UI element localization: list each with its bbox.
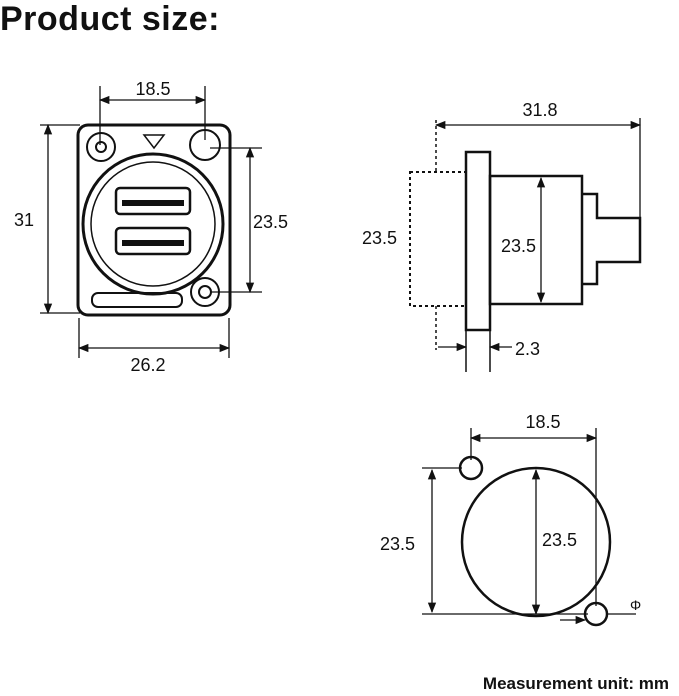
cutout-dimensions <box>422 428 636 625</box>
front-top-width-label: 18.5 <box>135 79 170 99</box>
measurement-unit-note: Measurement unit: mm <box>482 674 669 693</box>
usb-port-bottom <box>114 226 192 256</box>
side-flange-thickness-label: 2.3 <box>515 339 540 359</box>
side-front-height-label: 23.5 <box>362 228 397 248</box>
front-dimensions <box>40 86 262 358</box>
cutout-width-label: 18.5 <box>525 412 560 432</box>
cutout-hole-top-left <box>458 455 484 481</box>
side-front-dashed <box>409 171 467 307</box>
triangle-mark <box>142 134 166 150</box>
front-bottom-slot <box>91 292 183 308</box>
cutout-view <box>458 455 612 627</box>
side-body-height-label: 23.5 <box>501 236 536 256</box>
side-length-label: 31.8 <box>522 100 557 120</box>
side-flange <box>464 150 492 332</box>
front-plate <box>76 123 232 317</box>
side-body <box>488 174 584 306</box>
front-round-body <box>81 152 225 296</box>
page-title: Product size: <box>0 0 220 38</box>
side-rear-stub <box>582 192 642 286</box>
cutout-circle <box>460 466 612 618</box>
front-bottom-width-label: 26.2 <box>130 355 165 375</box>
usb-port-top <box>114 186 192 216</box>
cutout-hole-bottom-right <box>583 601 609 627</box>
hole-phi-symbol: Φ <box>630 597 641 613</box>
side-dimensions <box>434 118 642 352</box>
cutout-circle-label: 23.5 <box>542 530 577 550</box>
front-hole-height-label: 23.5 <box>253 212 288 232</box>
front-hole-top-left <box>86 132 116 162</box>
front-view <box>76 123 232 317</box>
front-height-label: 31 <box>14 210 34 230</box>
cutout-height-label: 23.5 <box>380 534 415 554</box>
